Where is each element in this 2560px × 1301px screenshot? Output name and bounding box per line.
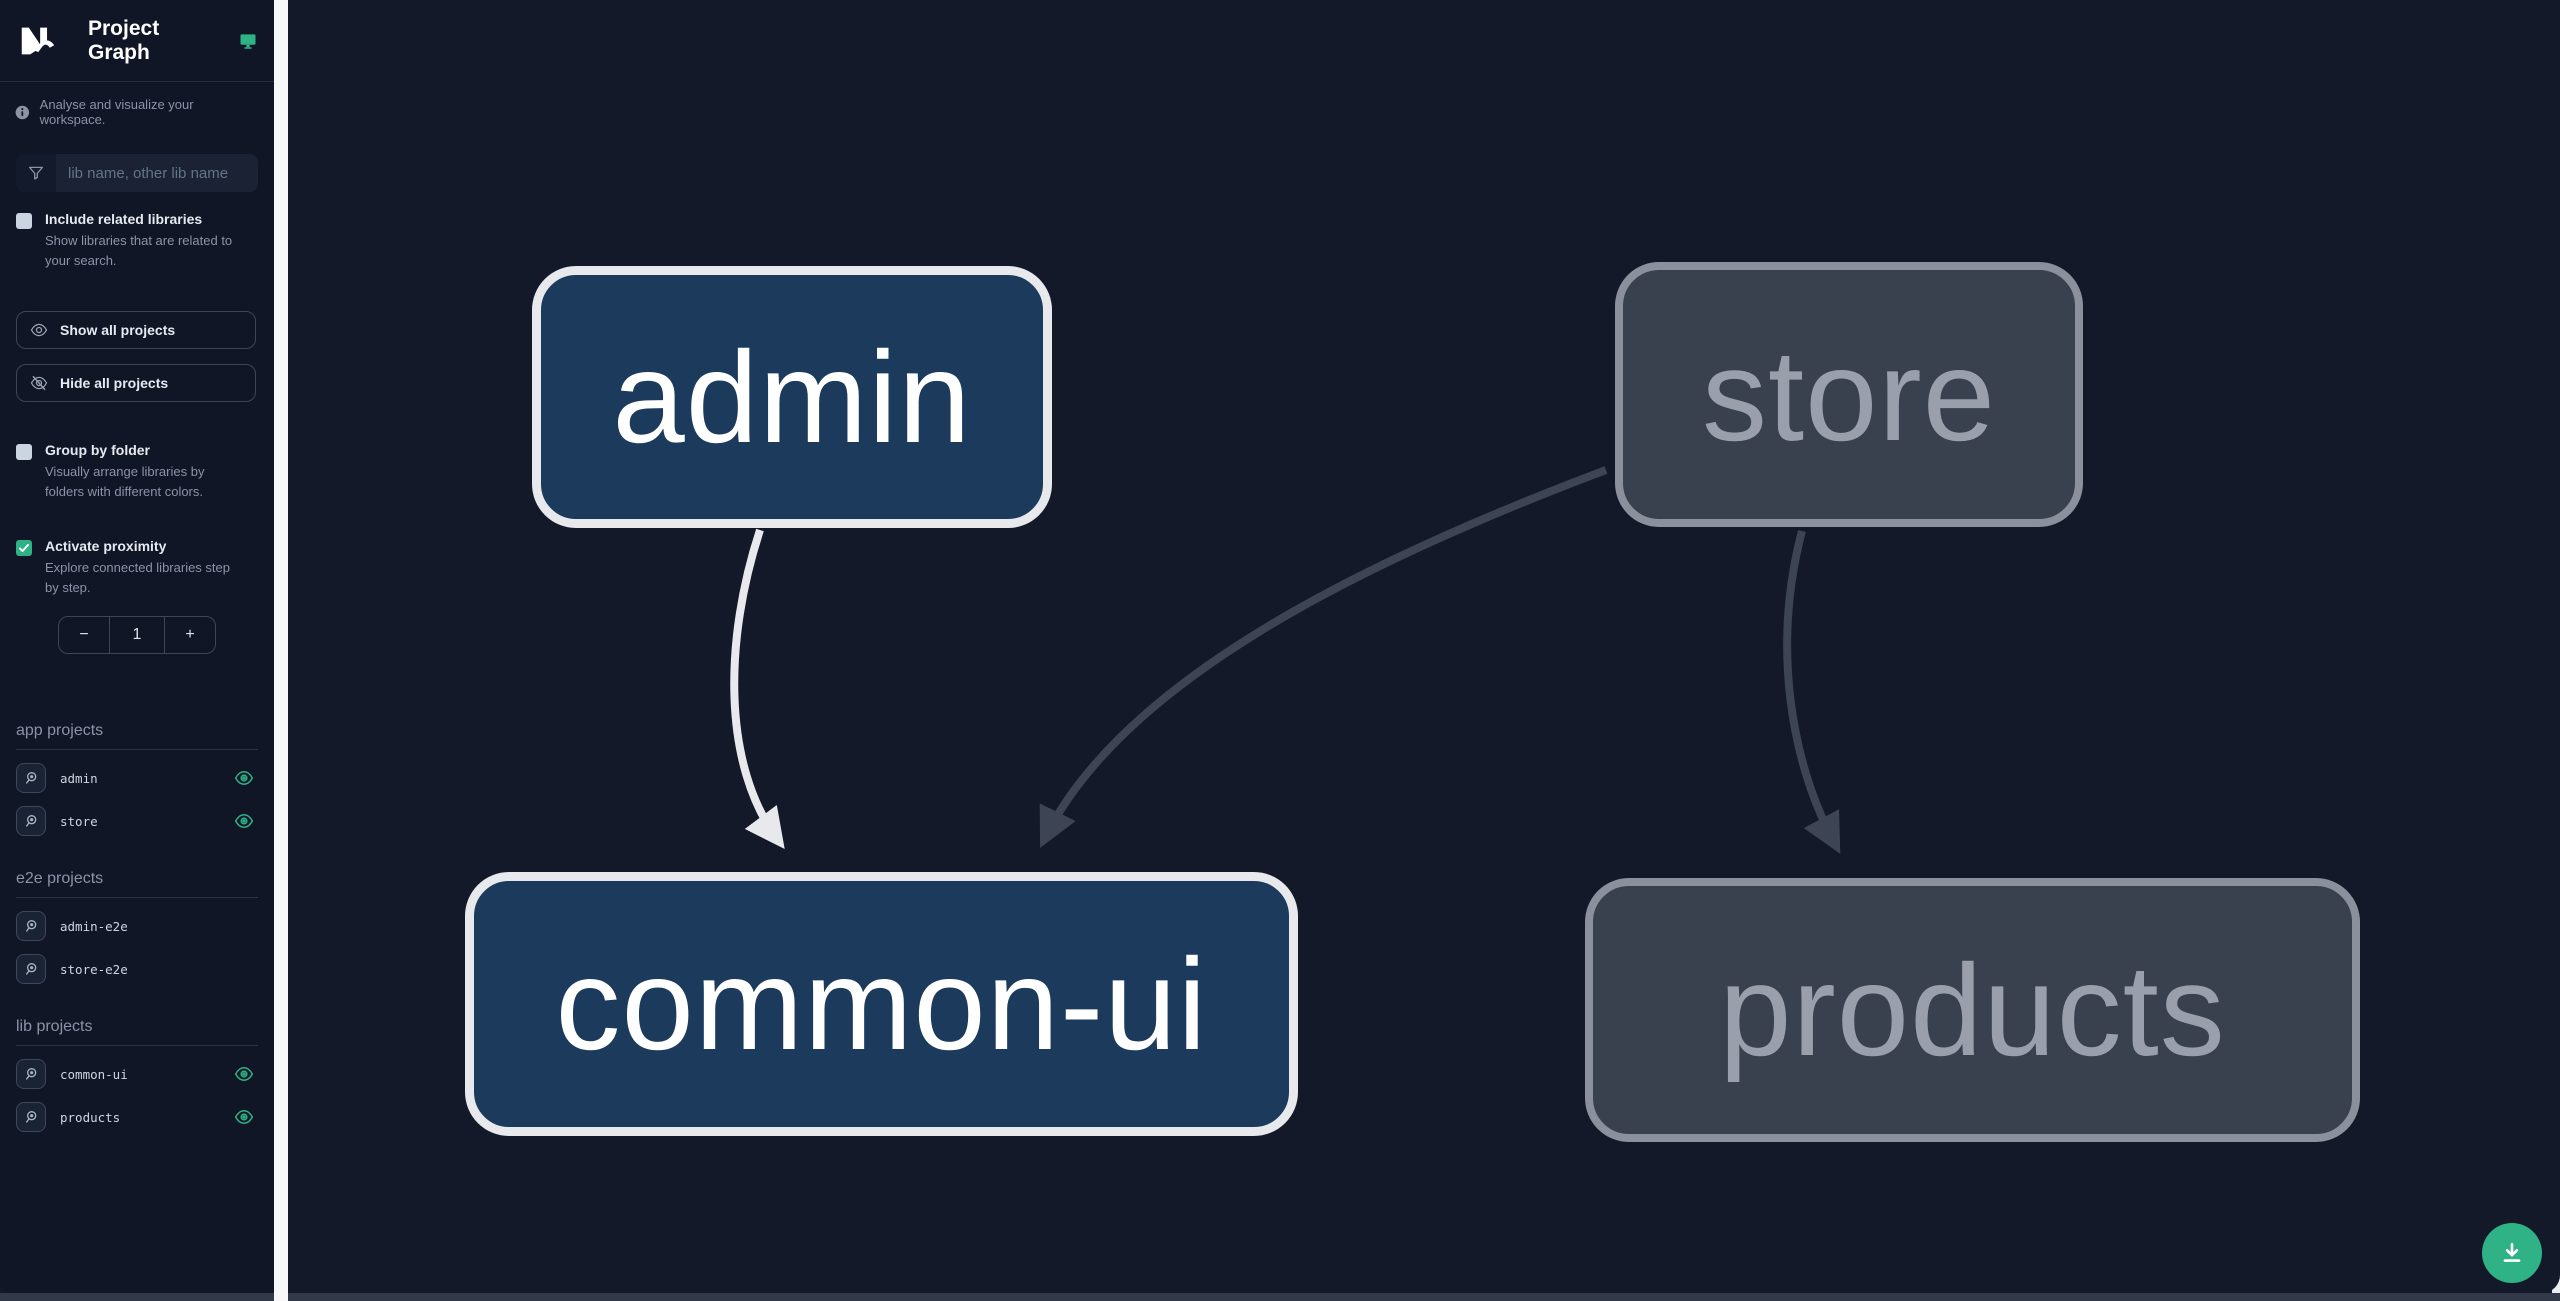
activate-proximity-description: Explore connected libraries step by step…	[45, 560, 230, 595]
focus-project-button[interactable]	[16, 763, 46, 793]
focus-icon	[26, 1068, 37, 1080]
node-label: common-ui	[555, 931, 1208, 1077]
include-related-description: Show libraries that are related to your …	[45, 233, 233, 268]
edge-store-to-common-ui[interactable]	[1039, 466, 1608, 849]
focus-icon	[26, 772, 37, 784]
section-lib-projects: lib projects common-ui	[16, 1018, 258, 1132]
graph-node-store[interactable]: store	[1615, 262, 2083, 527]
focus-icon	[26, 1111, 37, 1123]
hide-all-projects-button[interactable]: Hide all projects	[16, 364, 256, 402]
nx-logo-icon	[21, 27, 55, 54]
project-row-common-ui: common-ui	[16, 1059, 258, 1089]
checkmark-icon	[19, 544, 29, 552]
project-name[interactable]: products	[60, 1109, 121, 1125]
show-all-projects-button[interactable]: Show all projects	[16, 311, 256, 349]
focus-project-button[interactable]	[16, 1102, 46, 1132]
eye-icon	[30, 323, 48, 337]
project-row-products: products	[16, 1102, 258, 1132]
project-row-store: store	[16, 806, 258, 836]
proximity-increment-button[interactable]: +	[185, 626, 195, 643]
include-related-label: Include related libraries	[45, 211, 203, 227]
include-related-checkbox[interactable]	[16, 213, 32, 229]
visibility-eye-icon[interactable]	[234, 1064, 254, 1084]
group-by-folder-label: Group by folder	[45, 442, 150, 458]
section-title: e2e projects	[16, 870, 258, 898]
graph-node-common-ui[interactable]: common-ui	[465, 872, 1298, 1136]
theme-monitor-icon[interactable]	[238, 31, 258, 51]
tagline-text: Analyse and visualize your workspace.	[39, 97, 194, 127]
project-name[interactable]: common-ui	[60, 1066, 128, 1082]
project-name[interactable]: store-e2e	[60, 961, 128, 977]
section-e2e-projects: e2e projects admin-e2e store-e2e	[16, 870, 258, 984]
visibility-eye-icon[interactable]	[234, 768, 254, 788]
group-by-folder-checkbox[interactable]	[16, 444, 32, 460]
project-name[interactable]: admin	[60, 770, 98, 786]
focus-icon	[26, 815, 37, 827]
edge-store-to-products[interactable]	[1783, 529, 1841, 854]
group-by-folder-description: Visually arrange libraries by folders wi…	[45, 464, 205, 499]
node-label: store	[1701, 321, 1996, 468]
proximity-stepper: − 1 +	[58, 616, 216, 654]
activate-proximity-label: Activate proximity	[45, 538, 167, 554]
node-label: admin	[612, 324, 972, 470]
filter-funnel-icon	[16, 154, 56, 192]
project-row-store-e2e: store-e2e	[16, 954, 258, 984]
eye-off-icon	[30, 375, 48, 391]
graph-node-products[interactable]: products	[1585, 878, 2360, 1142]
info-icon	[15, 105, 30, 119]
workspace-tagline: Analyse and visualize your workspace.	[0, 82, 274, 127]
focus-project-button[interactable]	[16, 954, 46, 984]
app-title: Project Graph	[88, 16, 160, 64]
focus-icon	[26, 920, 37, 932]
sidebar-header: Project Graph	[0, 0, 274, 82]
section-title: lib projects	[16, 1018, 258, 1046]
focus-project-button[interactable]	[16, 1059, 46, 1089]
activate-proximity-checkbox[interactable]	[16, 540, 32, 556]
sidebar-resize-divider[interactable]	[274, 0, 288, 1301]
focus-icon	[26, 963, 37, 975]
focus-project-button[interactable]	[16, 911, 46, 941]
hide-all-projects-label: Hide all projects	[60, 375, 169, 391]
proximity-decrement-button[interactable]: −	[79, 626, 89, 643]
project-row-admin: admin	[16, 763, 258, 793]
proximity-value: 1	[109, 617, 165, 653]
visibility-eye-icon[interactable]	[234, 1107, 254, 1127]
section-app-projects: app projects admin	[16, 722, 258, 836]
graph-node-admin[interactable]: admin	[532, 266, 1052, 528]
focus-project-button[interactable]	[16, 806, 46, 836]
show-all-projects-label: Show all projects	[60, 322, 176, 338]
group-by-folder-row: Group by folder Visually arrange librari…	[16, 442, 258, 502]
node-label: products	[1719, 937, 2226, 1083]
search-box	[16, 154, 258, 192]
project-row-admin-e2e: admin-e2e	[16, 911, 258, 941]
search-input[interactable]	[56, 154, 258, 192]
activate-proximity-row: Activate proximity Explore connected lib…	[16, 538, 258, 598]
horizontal-scrollbar-track[interactable]	[0, 1293, 2560, 1301]
include-related-row: Include related libraries Show libraries…	[16, 211, 258, 271]
project-name[interactable]: store	[60, 813, 98, 829]
download-icon	[2503, 1243, 2521, 1262]
visibility-eye-icon[interactable]	[234, 811, 254, 831]
project-name[interactable]: admin-e2e	[60, 918, 128, 934]
edge-admin-to-common-ui[interactable]	[730, 528, 785, 849]
section-title: app projects	[16, 722, 258, 750]
download-graph-button[interactable]	[2482, 1223, 2542, 1283]
sidebar: Project Graph Analyse and visualize your…	[0, 0, 274, 1293]
